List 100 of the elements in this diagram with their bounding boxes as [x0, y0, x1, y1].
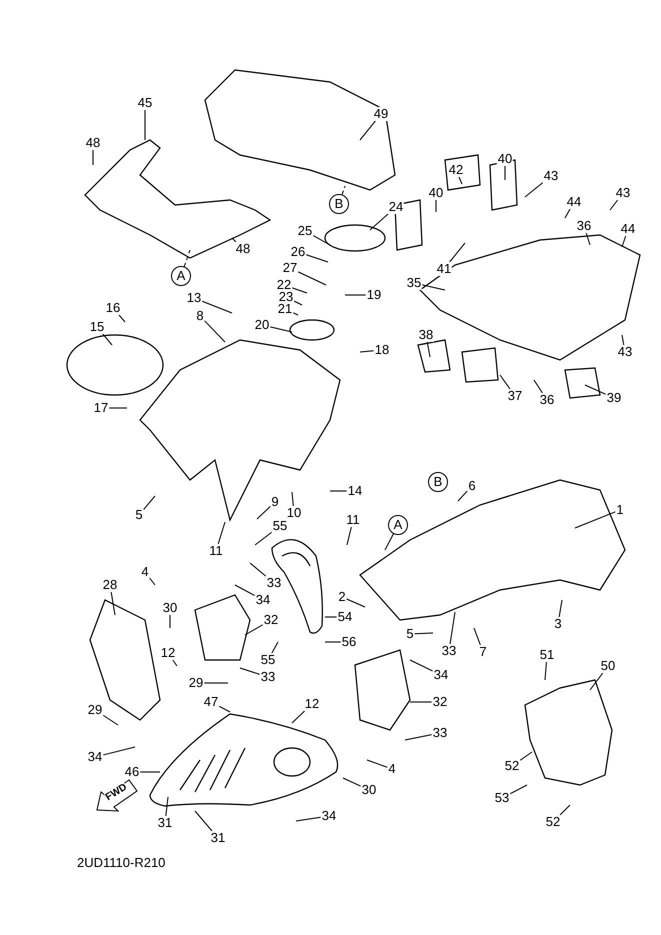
leader-line	[500, 374, 510, 390]
callout-number: 44	[566, 195, 582, 209]
leader-line	[524, 182, 544, 198]
callout-number: 48	[234, 242, 252, 256]
callout-number: 17	[92, 401, 110, 415]
leader-line	[202, 300, 232, 314]
callout-number: 43	[616, 345, 634, 359]
callout-number: 3	[553, 617, 563, 631]
callout-number: 30	[360, 783, 378, 797]
callout-number: 42	[448, 163, 464, 177]
callout-number: 12	[160, 646, 176, 660]
callout-number: 6	[467, 479, 477, 493]
callout-number: 27	[282, 261, 298, 275]
callout-number: 8	[195, 309, 205, 323]
leader-line	[384, 533, 394, 550]
callout-number: 51	[538, 648, 556, 662]
reference-circle: A	[388, 515, 408, 535]
callout-number: 31	[210, 831, 226, 845]
reference-circle: B	[428, 472, 448, 492]
leader-line	[366, 760, 388, 768]
callout-number: 9	[270, 495, 280, 509]
callout-number: 54	[336, 610, 354, 624]
callout-number: 37	[506, 389, 524, 403]
callout-number: 5	[405, 627, 415, 641]
leader-line	[574, 511, 616, 528]
callout-number: 10	[286, 506, 302, 520]
leader-line	[346, 598, 366, 608]
callout-number: 1	[615, 503, 625, 517]
leader-line	[240, 668, 260, 675]
callout-number: 2	[337, 590, 347, 604]
callout-number: 43	[614, 186, 632, 200]
leader-line	[586, 232, 590, 246]
leader-line	[584, 384, 606, 395]
callout-number: 32	[432, 695, 448, 709]
leader-line	[172, 660, 178, 666]
leader-line	[449, 242, 466, 262]
leader-line	[558, 600, 562, 618]
leader-line	[306, 254, 328, 262]
leader-line	[504, 166, 506, 180]
leader-line	[144, 110, 146, 140]
callout-number: 24	[388, 200, 404, 214]
leader-line	[102, 714, 118, 726]
callout-number: 44	[620, 222, 636, 236]
leader-line	[244, 624, 264, 636]
callout-number: 55	[260, 653, 276, 667]
leader-line	[410, 660, 434, 672]
leader-line	[544, 662, 547, 680]
leader-line	[422, 284, 446, 290]
leader-line	[450, 612, 456, 644]
callout-number: 20	[254, 318, 270, 332]
leader-line	[256, 506, 271, 520]
leader-line	[342, 186, 346, 196]
callout-number: 4	[387, 762, 397, 776]
leader-line	[149, 578, 156, 586]
callout-number: 4	[140, 565, 150, 579]
callout-number: 34	[432, 668, 450, 682]
callout-number: 47	[202, 695, 220, 709]
callout-number: 12	[304, 697, 320, 711]
leader-line	[184, 250, 190, 268]
callout-number: 16	[104, 301, 122, 315]
callout-number: 28	[102, 578, 118, 592]
leader-line	[564, 208, 571, 218]
callout-number: 50	[600, 659, 616, 673]
callout-number: 52	[544, 815, 562, 829]
leader-line	[360, 120, 376, 140]
callout-number: 40	[496, 152, 514, 166]
drawing-code: 2UD1110-R210	[77, 855, 166, 870]
reference-circle: B	[329, 194, 349, 214]
leader-line	[292, 312, 298, 316]
leader-line	[271, 642, 278, 654]
leader-line	[296, 816, 322, 822]
leader-line	[426, 342, 430, 358]
leader-line	[610, 200, 618, 210]
leader-line	[458, 490, 468, 502]
callout-number: 56	[340, 635, 358, 649]
callout-number: 33	[266, 576, 282, 590]
callout-number: 36	[538, 393, 556, 407]
leader-line	[590, 672, 604, 690]
leader-line	[458, 176, 462, 184]
leader-line	[204, 320, 226, 342]
leader-line	[520, 752, 532, 761]
callout-number: 33	[260, 670, 276, 684]
callout-number: 40	[428, 186, 444, 200]
leader-line	[102, 746, 136, 756]
reference-circle: A	[171, 266, 191, 286]
callout-number: 11	[208, 544, 224, 558]
callout-number: 33	[440, 644, 458, 658]
callout-number: 25	[296, 224, 314, 238]
leader-line	[218, 706, 230, 712]
leader-line	[110, 592, 116, 616]
callout-number: 35	[406, 276, 422, 290]
leader-line	[292, 492, 294, 506]
leader-line	[234, 584, 256, 596]
callout-number: 34	[86, 750, 104, 764]
callout-number: 41	[436, 262, 452, 276]
leader-line	[344, 294, 366, 296]
callout-number: 26	[290, 245, 306, 259]
callout-number: 14	[346, 484, 364, 498]
callout-number: 53	[494, 791, 510, 805]
leader-line	[204, 682, 228, 684]
